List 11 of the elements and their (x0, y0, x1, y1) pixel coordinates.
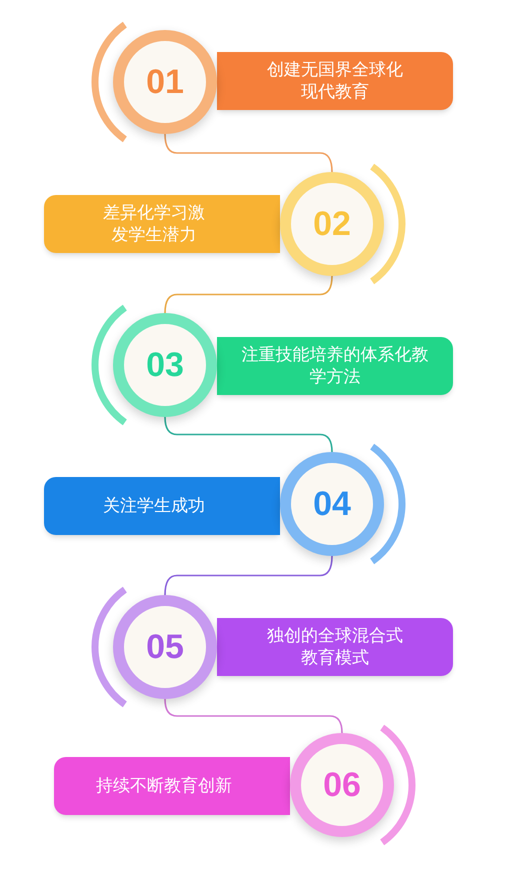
connector-line (164, 556, 333, 596)
step-bar: 关注学生成功 (44, 477, 280, 535)
connector-line (164, 276, 333, 314)
connector-line (164, 416, 333, 452)
step-bar: 独创的全球混合式教育模式 (217, 618, 453, 676)
step-bar: 持续不断教育创新 (54, 757, 290, 815)
connector-line (164, 134, 333, 172)
connector-line (164, 698, 343, 734)
step-bar: 创建无国界全球化现代教育 (217, 52, 453, 110)
step-bar: 注重技能培养的体系化教学方法 (217, 337, 453, 395)
step-bar: 差异化学习激发学生潜力 (44, 195, 280, 253)
